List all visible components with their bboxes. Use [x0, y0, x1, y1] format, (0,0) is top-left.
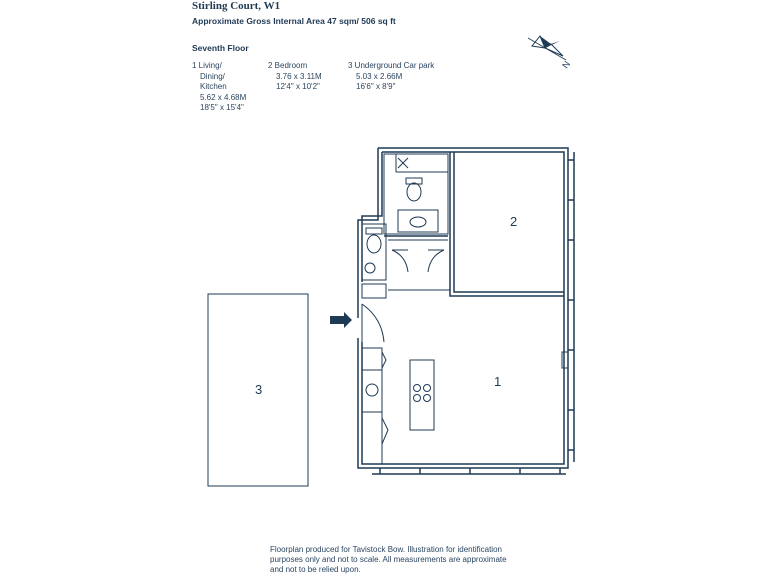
- kitchen: [361, 347, 569, 465]
- disclaimer-line: Floorplan produced for Tavistock Bow. Il…: [270, 545, 502, 554]
- gross-area: Approximate Gross Internal Area 47 sqm/ …: [192, 16, 396, 26]
- room-legend-bedroom: 2 Bedroom 3.76 x 3.11M 12'4" x 10'2": [268, 61, 322, 93]
- room-legend-line: 16'6" x 8'9": [356, 82, 396, 91]
- room-legend-carpark: 3 Underground Car park 5.03 x 2.66M 16'6…: [348, 61, 434, 93]
- living-label: 1: [494, 374, 501, 389]
- room-legend-line: 1 Living/: [192, 61, 222, 70]
- hall-doors: [361, 239, 450, 343]
- compass-icon: N: [527, 35, 572, 70]
- flat-walls: [357, 147, 575, 475]
- room-legend-line: 3 Underground Car park: [348, 61, 435, 70]
- room-legend-living: 1 Living/ Dining/ Kitchen 5.62 x 4.68M 1…: [192, 61, 246, 114]
- bedroom-label: 2: [510, 214, 517, 229]
- room-legend-line: 18'5" x 15'4": [200, 103, 244, 112]
- room-legend-line: 3.76 x 3.11M: [276, 71, 322, 81]
- disclaimer-line: and not to be relied upon.: [270, 565, 361, 574]
- compass-north-label: N: [560, 59, 572, 70]
- entrance-arrow-icon: [330, 312, 352, 328]
- room-legend-line: 5.62 x 4.68M: [200, 92, 247, 102]
- room-legend-line: 5.03 x 2.66M: [356, 71, 403, 81]
- bedroom-walls: [449, 152, 564, 297]
- floor-label: Seventh Floor: [192, 43, 249, 53]
- room-legend-line: Dining/: [200, 71, 225, 81]
- bathroom: [383, 153, 449, 237]
- property-title: Stirling Court, W1: [192, 0, 281, 12]
- room-legend-line: 2 Bedroom: [268, 61, 308, 70]
- disclaimer-line: purposes only and not to scale. All meas…: [270, 555, 507, 564]
- room-legend-line: 12'4" x 10'2": [276, 82, 320, 91]
- disclaimer: Floorplan produced for Tavistock Bow. Il…: [270, 545, 530, 575]
- room-legend-line: Kitchen: [200, 82, 227, 91]
- carpark-label: 3: [255, 382, 262, 397]
- carpark-outline: [207, 293, 309, 487]
- wc: [361, 223, 387, 299]
